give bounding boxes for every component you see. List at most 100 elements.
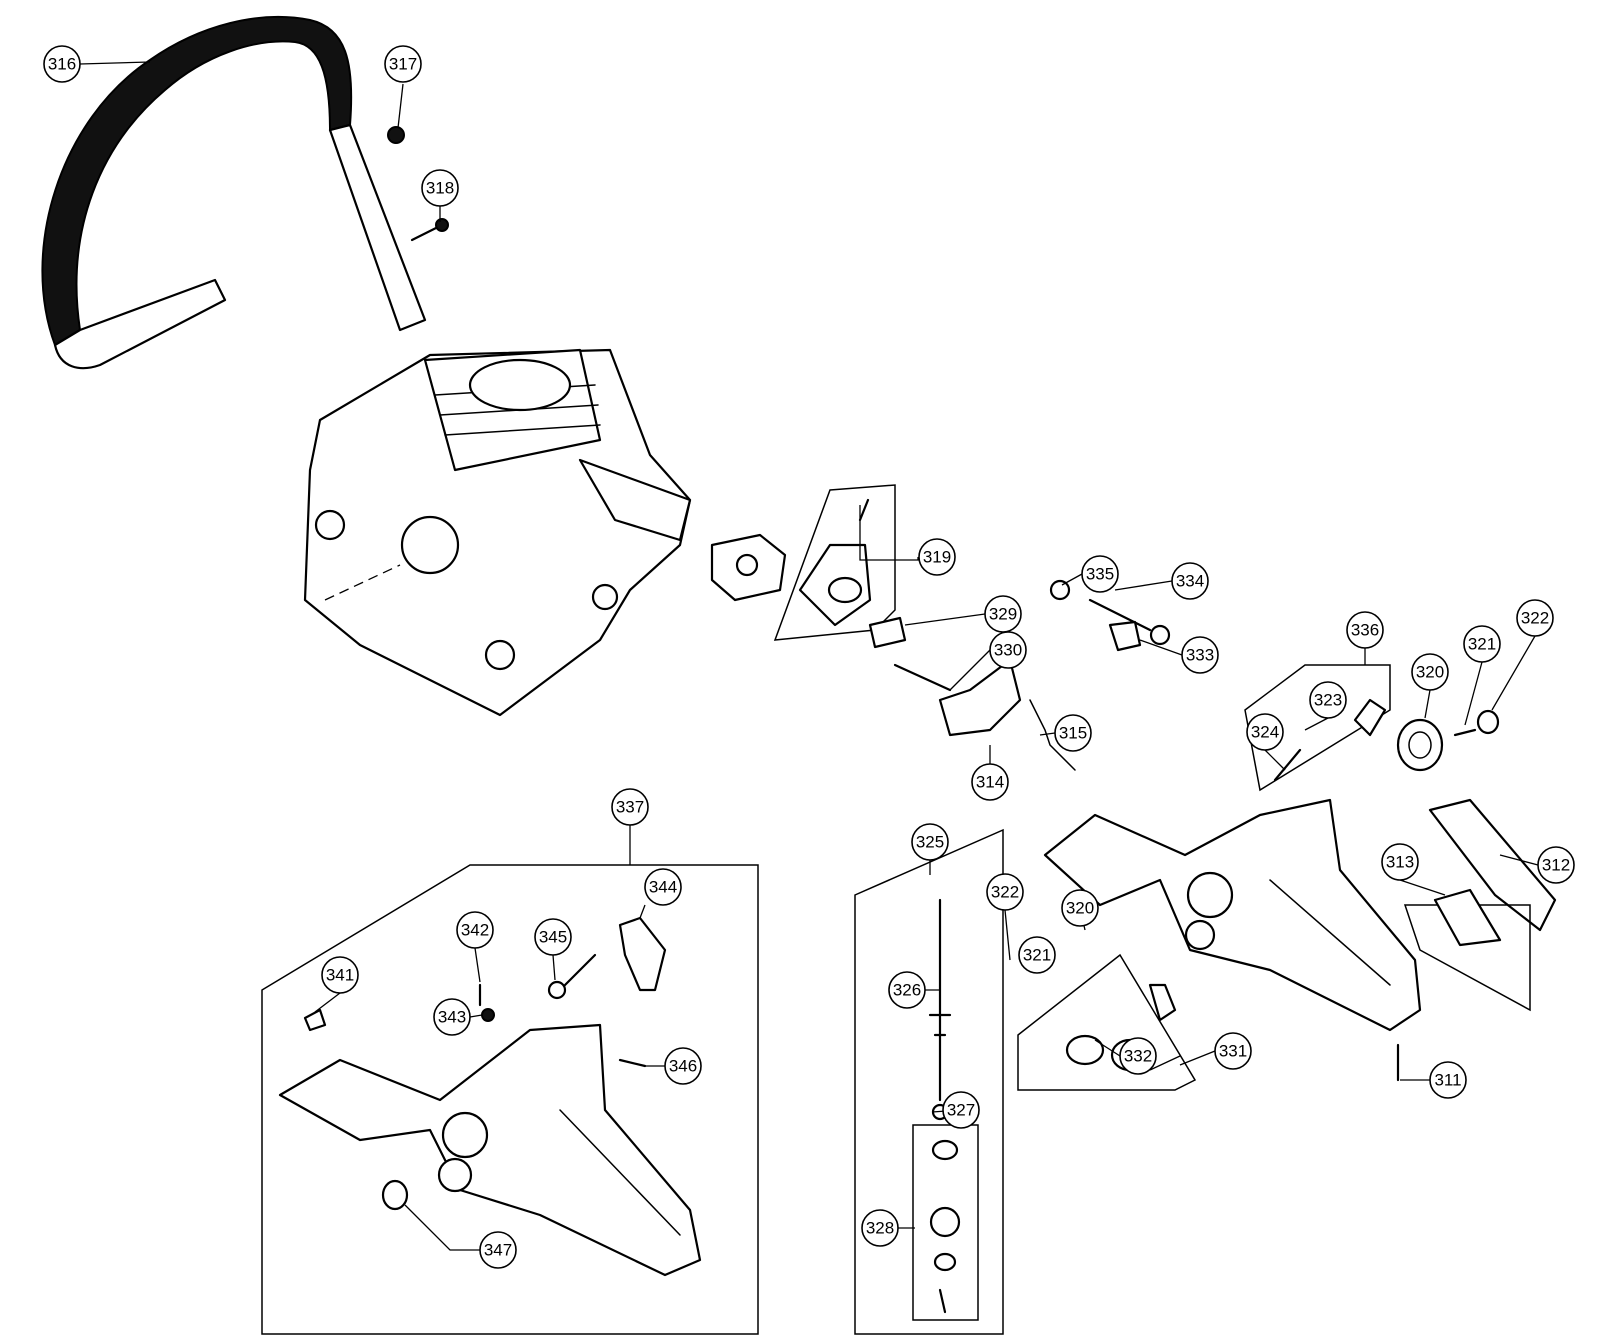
- svg-text:334: 334: [1176, 572, 1204, 591]
- wire-link: [1029, 699, 1076, 771]
- svg-text:314: 314: [976, 773, 1004, 792]
- svg-text:321: 321: [1023, 946, 1051, 965]
- svg-text:315: 315: [1059, 724, 1087, 743]
- svg-text:318: 318: [426, 179, 454, 198]
- callout-334: 334: [1171, 562, 1209, 600]
- spring-345: [547, 953, 597, 1000]
- svg-text:332: 332: [1124, 1047, 1152, 1066]
- group-337-box: [261, 864, 759, 1335]
- engine-block: [303, 348, 692, 717]
- callout-320-top: 320: [1411, 653, 1449, 691]
- svg-text:316: 316: [48, 55, 76, 74]
- callout-329: 329: [984, 595, 1022, 633]
- front-handle-bar: [41, 15, 427, 370]
- svg-text:342: 342: [461, 921, 489, 940]
- throttle-parts: [1049, 579, 1171, 652]
- callout-343: 343: [433, 998, 471, 1036]
- callout-335: 335: [1081, 555, 1119, 593]
- callout-312: 312: [1537, 846, 1575, 884]
- gear-screw: [1453, 728, 1477, 737]
- guard-plate: [1403, 888, 1531, 1012]
- insulator-block: [868, 616, 907, 649]
- pin-346: [618, 1058, 647, 1068]
- svg-text:312: 312: [1542, 856, 1570, 875]
- callout-346: 346: [664, 1047, 702, 1085]
- oil-filter: [1353, 698, 1387, 737]
- callout-323: 323: [1309, 681, 1347, 719]
- leader-lines: [79, 61, 1539, 1251]
- handle-bolt: [410, 218, 449, 242]
- left-crankcase: [278, 1023, 702, 1277]
- svg-text:343: 343: [438, 1008, 466, 1027]
- group-319-bracket: [773, 484, 896, 641]
- svg-text:313: 313: [1386, 853, 1414, 872]
- callout-313: 313: [1381, 843, 1419, 881]
- gear-washer: [1476, 709, 1500, 735]
- callout-336: 336: [1346, 611, 1384, 649]
- callout-331: 331: [1214, 1032, 1252, 1070]
- lever-344: [618, 916, 667, 992]
- right-crankcase: [1043, 798, 1422, 1032]
- svg-text:322: 322: [1521, 609, 1549, 628]
- callout-337: 337: [611, 788, 649, 826]
- callout-333: 333: [1181, 636, 1219, 674]
- svg-text:330: 330: [994, 641, 1022, 660]
- callout-332: 332: [1119, 1037, 1157, 1075]
- callout-330: 330: [989, 631, 1027, 669]
- svg-text:335: 335: [1086, 565, 1114, 584]
- svg-text:320: 320: [1066, 899, 1094, 918]
- callout-342: 342: [456, 911, 494, 949]
- callout-315: 315: [1054, 714, 1092, 752]
- callout-325: 325: [911, 823, 949, 861]
- group-325-box: [854, 828, 1004, 1335]
- svg-text:329: 329: [989, 605, 1017, 624]
- svg-text:311: 311: [1434, 1071, 1461, 1090]
- svg-text:325: 325: [916, 833, 944, 852]
- callout-317: 317: [384, 45, 422, 83]
- callout-320-mid: 320: [1061, 889, 1099, 927]
- handle-nut: [387, 126, 405, 144]
- svg-text:326: 326: [893, 981, 921, 1000]
- callout-347: 347: [479, 1231, 517, 1269]
- callout-321-mid: 321: [1018, 936, 1056, 974]
- svg-text:341: 341: [326, 966, 354, 985]
- callout-326: 326: [888, 971, 926, 1009]
- worm-gear: [1396, 718, 1444, 772]
- svg-text:336: 336: [1351, 621, 1379, 640]
- svg-text:320: 320: [1416, 663, 1444, 682]
- intake-bracket: [938, 658, 1022, 737]
- small-part-341: [303, 1008, 327, 1032]
- carburetor: [710, 533, 787, 602]
- long-bolt: [893, 663, 952, 692]
- svg-text:346: 346: [669, 1057, 697, 1076]
- callout-316: 316: [43, 45, 81, 83]
- svg-text:323: 323: [1314, 691, 1342, 710]
- svg-text:337: 337: [616, 798, 644, 817]
- chain-guard: [1428, 798, 1557, 932]
- svg-text:327: 327: [947, 1101, 975, 1120]
- svg-text:328: 328: [866, 1219, 894, 1238]
- callout-311: 311: [1429, 1061, 1467, 1099]
- small-washer-343: [481, 1008, 495, 1022]
- callout-324: 324: [1246, 713, 1284, 751]
- svg-text:345: 345: [539, 928, 567, 947]
- callout-327: 327: [942, 1091, 980, 1129]
- svg-text:324: 324: [1251, 723, 1279, 742]
- svg-text:319: 319: [923, 548, 951, 567]
- callout-314: 314: [971, 763, 1009, 801]
- intake-spacer: [798, 498, 872, 627]
- callout-328: 328: [861, 1209, 899, 1247]
- group-331-box: [1017, 953, 1197, 1091]
- svg-text:321: 321: [1468, 635, 1496, 654]
- bushing-347: [381, 1179, 409, 1211]
- svg-text:317: 317: [389, 55, 417, 74]
- pin: [1273, 748, 1302, 782]
- svg-text:322: 322: [991, 883, 1019, 902]
- callout-319: 319: [918, 538, 956, 576]
- callout-341: 341: [321, 956, 359, 994]
- svg-text:347: 347: [484, 1241, 512, 1260]
- callout-321-top: 321: [1463, 625, 1501, 663]
- callout-322-mid: 322: [986, 873, 1024, 911]
- svg-text:331: 331: [1219, 1042, 1247, 1061]
